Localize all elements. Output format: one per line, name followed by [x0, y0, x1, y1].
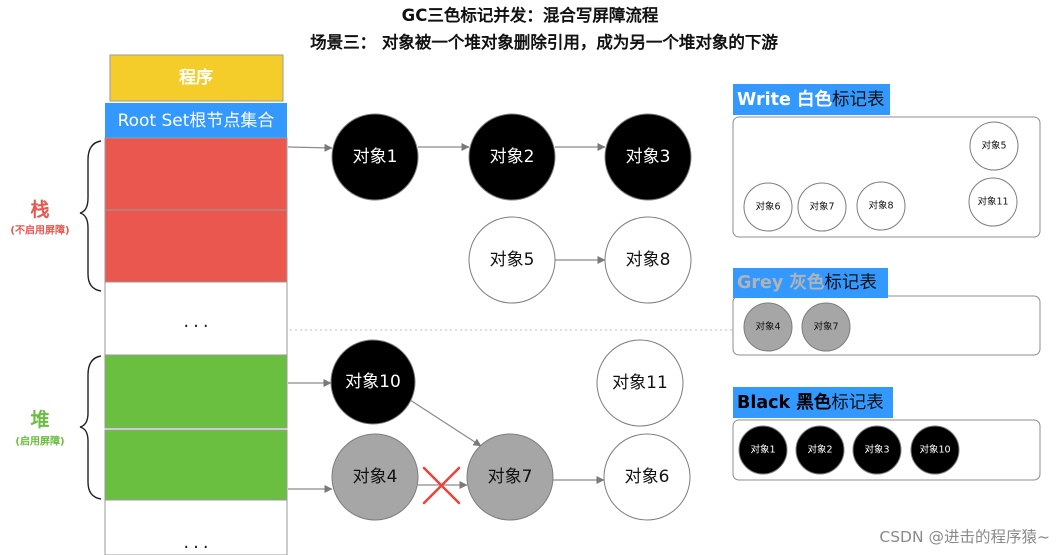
white-mark-table: Write 白色标记表 对象5 对象6 对象7 对象8 对象11	[732, 84, 1041, 238]
object-3-node: 对象3	[604, 113, 692, 201]
object-1-label: 对象1	[353, 147, 398, 167]
page-title: GC三色标记并发：混合写屏障流程	[402, 5, 659, 25]
stack-ellipsis: ...	[183, 311, 212, 332]
black-table-item-label: 对象3	[864, 444, 889, 456]
object-5-label: 对象5	[490, 250, 535, 270]
white-table-item-label: 对象8	[868, 200, 893, 212]
root-set-box	[105, 103, 287, 138]
black-table-item-label: 对象1	[750, 444, 775, 456]
object-8-node: 对象8	[604, 216, 692, 304]
object-2-node: 对象2	[468, 113, 556, 201]
white-table-label-suffix: 标记表	[832, 90, 885, 110]
arrow-stack-to-object-1	[287, 143, 333, 152]
grey-table-item: 对象7	[801, 302, 851, 352]
heap-ellipsis: ...	[183, 532, 212, 553]
grey-table-label-bg	[733, 268, 888, 298]
white-table-item: 对象7	[797, 182, 847, 232]
object-1-node: 对象1	[331, 113, 419, 201]
grey-table-item: 对象4	[743, 302, 793, 352]
white-table-item-label: 对象7	[809, 201, 834, 213]
object-10-label: 对象10	[345, 372, 401, 392]
grey-table-label-suffix: 标记表	[824, 273, 877, 293]
black-table-label-bg	[733, 387, 893, 418]
white-table-label-colored: Write 白色	[737, 89, 832, 110]
stack-slot-empty	[104, 281, 288, 356]
object-4-label: 对象4	[353, 467, 398, 487]
black-table-item: 对象2	[795, 425, 845, 475]
heap-slot-2	[104, 429, 288, 501]
white-table-item: 对象6	[743, 182, 793, 232]
object-3-label: 对象3	[626, 147, 671, 167]
object-2-label: 对象2	[490, 147, 535, 167]
white-table-label: Write 白色标记表	[737, 89, 884, 110]
grey-mark-table: Grey 灰色标记表 对象4 对象7	[732, 268, 1041, 356]
white-table-item-label: 对象11	[977, 196, 1008, 208]
object-7-node: 对象7	[466, 433, 554, 521]
object-8-label: 对象8	[626, 250, 671, 270]
arrow-object-10-to-object-7	[406, 397, 482, 447]
program-label: 程序	[179, 67, 213, 88]
white-table-item: 对象5	[969, 121, 1019, 171]
page-subtitle: 场景三： 对象被一个堆对象删除引用，成为另一个堆对象的下游	[310, 32, 778, 52]
black-table-item: 对象3	[852, 425, 902, 475]
heap-region-note: (启用屏障)	[15, 435, 64, 448]
program-box	[109, 54, 284, 102]
heap-slot-1	[104, 354, 288, 429]
grey-table-item-label: 对象4	[755, 321, 780, 333]
grey-table-item-label: 对象7	[813, 321, 838, 333]
stack-slot-2	[104, 209, 288, 283]
black-table-label-suffix: 标记表	[831, 393, 884, 413]
black-table-label-colored: Black 黑色	[737, 392, 832, 413]
stack-slot-1	[104, 137, 288, 211]
stack-brace	[79, 140, 102, 292]
memory-column: 程序 Root Set根节点集合 ... ...	[104, 54, 288, 555]
black-table-item-label: 对象2	[807, 444, 832, 456]
object-6-node: 对象6	[603, 433, 691, 521]
white-table-label-bg	[733, 84, 890, 115]
object-11-node: 对象11	[596, 339, 684, 427]
black-table-item: 对象10	[910, 425, 960, 475]
object-6-label: 对象6	[625, 467, 670, 487]
root-set-label: Root Set根节点集合	[118, 111, 275, 131]
black-table-item-label: 对象10	[919, 444, 950, 456]
white-table-item: 对象8	[856, 181, 906, 231]
heap-brace	[79, 355, 102, 500]
white-table-item-label: 对象6	[755, 201, 780, 213]
stack-region-note: (不启用屏障)	[10, 224, 69, 237]
white-table-item-label: 对象5	[981, 140, 1006, 152]
object-11-label: 对象11	[612, 373, 668, 393]
stack-region-name: 栈	[30, 198, 49, 221]
grey-table-label-colored: Grey 灰色	[737, 272, 825, 293]
object-10-node: 对象10	[330, 339, 416, 425]
object-4-node: 对象4	[331, 433, 419, 521]
object-5-node: 对象5	[468, 216, 556, 304]
heap-region-name: 堆	[30, 408, 49, 431]
black-table-item: 对象1	[738, 425, 788, 475]
object-7-label: 对象7	[488, 467, 533, 487]
grey-table-label: Grey 灰色标记表	[737, 272, 877, 293]
black-table-label: Black 黑色标记表	[737, 392, 884, 413]
white-table-item: 对象11	[968, 177, 1018, 227]
deleted-reference-cross-icon	[422, 466, 461, 505]
heap-slot-empty	[104, 499, 288, 555]
watermark: CSDN @进击的程序猿~	[879, 528, 1050, 546]
black-mark-table: Black 黑色标记表 对象1 对象2 对象3 对象10	[732, 387, 1041, 481]
